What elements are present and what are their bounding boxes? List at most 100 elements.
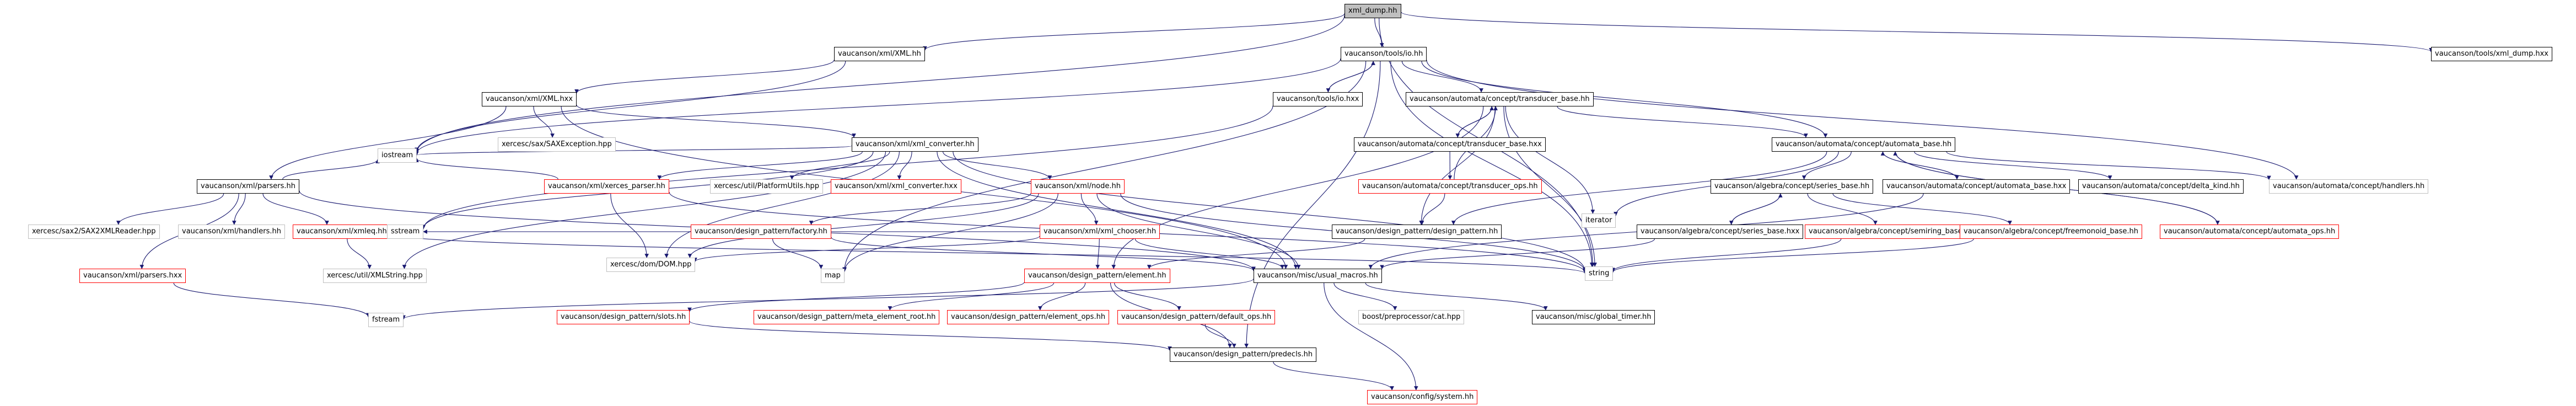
node-xml-converter-hh[interactable]: vaucanson/xml/xml_converter.hh xyxy=(852,137,978,152)
edge-transducer-base-hxx-to-transducer-base-hh xyxy=(1457,106,1494,138)
node-sax-exception: xercesc/sax/SAXException.hpp xyxy=(498,137,616,152)
edge-vxml-xml-hxx-to-xml-parsers-hh xyxy=(269,106,507,180)
edge-xml-parsers-hh-to-xml-xmleq-hh xyxy=(262,193,329,225)
edge-xml-converter-hh-to-platform-utils xyxy=(789,151,890,180)
node-xerces-parser-hh[interactable]: vaucanson/xml/xerces_parser.hh xyxy=(544,179,669,194)
node-slots-hh[interactable]: vaucanson/design_pattern/slots.hh xyxy=(557,310,690,324)
node-automata-base-hh[interactable]: vaucanson/automata/concept/automata_base… xyxy=(1772,137,1956,152)
edge-tools-io-hh-to-string xyxy=(1390,61,1594,267)
edge-vxml-xml-hxx-to-sax-exception xyxy=(533,106,555,138)
node-iterator: iterator xyxy=(1582,213,1616,228)
node-series-base-hxx[interactable]: vaucanson/algebra/concept/series_base.hx… xyxy=(1637,225,1804,239)
edge-element-hh-to-element-ops-hh xyxy=(1037,282,1086,311)
edge-automata-base-hh-to-series-base-hh xyxy=(1801,151,1852,180)
node-xml-dump-hh[interactable]: xml_dump.hh xyxy=(1345,4,1401,18)
node-xml-string: xercesc/util/XMLString.hpp xyxy=(323,269,427,283)
node-fstream: fstream xyxy=(368,313,404,327)
edge-xml-converter-hh-to-xerces-parser-hh xyxy=(657,151,863,180)
node-delta-kind-hh[interactable]: vaucanson/automata/concept/delta_kind.hh xyxy=(2078,179,2244,194)
edge-xml-parsers-hxx-to-fstream xyxy=(173,282,370,318)
node-transducer-base-hh[interactable]: vaucanson/automata/concept/transducer_ba… xyxy=(1406,92,1594,106)
edge-tools-io-hh-to-transducer-base-hh xyxy=(1401,61,1483,93)
edge-predecls-hh-to-config-system-hh xyxy=(1273,361,1394,391)
edge-xml-dump-hh-to-tools-io-hh xyxy=(1374,18,1384,47)
node-xml-converter-hxx[interactable]: vaucanson/xml/xml_converter.hxx xyxy=(831,179,961,194)
edge-automata-base-hh-to-handlers-hh-auto xyxy=(1946,151,2271,180)
node-semiring-base-hh[interactable]: vaucanson/algebra/concept/semiring_base.… xyxy=(1805,225,1978,239)
edge-xml-converter-hh-to-dom-hpp xyxy=(664,151,900,258)
edge-transducer-base-hh-to-design-pattern-hh xyxy=(1419,106,1496,225)
edge-usual-macros-hh-to-global-timer-hh xyxy=(1365,282,1548,311)
edge-transducer-base-hh-to-iterator xyxy=(1505,106,1595,214)
node-usual-macros-hh[interactable]: vaucanson/misc/usual_macros.hh xyxy=(1254,269,1382,283)
edge-xml-parsers-hh-to-iostream xyxy=(282,159,380,180)
edge-vxml-xml-hh-to-iostream xyxy=(415,61,846,152)
edge-tools-io-hxx-to-sstream xyxy=(421,105,1273,229)
edge-xml-converter-hh-to-string xyxy=(953,151,1587,271)
edge-xml-node-hh-to-usual-macros-hh xyxy=(1096,193,1301,269)
edge-tools-io-hxx-to-tools-io-hh xyxy=(1327,61,1375,93)
node-iostream: iostream xyxy=(378,148,417,163)
edge-xml-parsers-hh-to-sax2-reader xyxy=(116,193,224,225)
edge-tools-io-hh-to-automata-base-hh xyxy=(1421,61,1828,138)
node-element-ops-hh[interactable]: vaucanson/design_pattern/element_ops.hh xyxy=(947,310,1110,324)
node-string: string xyxy=(1585,266,1614,281)
node-default-ops-hh[interactable]: vaucanson/design_pattern/default_ops.hh xyxy=(1117,310,1276,324)
node-transducer-base-hxx[interactable]: vaucanson/automata/concept/transducer_ba… xyxy=(1354,137,1546,152)
edge-vxml-xml-hxx-to-xml-converter-hh xyxy=(576,104,856,138)
edge-xml-node-hh-to-xml-chooser-hh xyxy=(1080,193,1099,225)
edge-xml-chooser-hh-to-usual-macros-hh xyxy=(1134,238,1284,269)
node-handlers-hh-auto: vaucanson/automata/concept/handlers.hh xyxy=(2269,179,2429,194)
edge-xml-converter-hh-to-xml-string xyxy=(402,151,886,269)
node-design-pattern-hh[interactable]: vaucanson/design_pattern/design_pattern.… xyxy=(1332,225,1502,239)
edge-xml-dump-hh-to-vxml-xml-hh xyxy=(923,13,1345,51)
edge-usual-macros-hh-to-config-system-hh xyxy=(1324,282,1418,391)
node-series-base-hh[interactable]: vaucanson/algebra/concept/series_base.hh xyxy=(1711,179,1874,194)
node-vxml-xml-hxx[interactable]: vaucanson/xml/XML.hxx xyxy=(482,92,577,106)
node-xml-handlers-hh: vaucanson/xml/handlers.hh xyxy=(178,225,285,239)
edge-transducer-ops-hh-to-design-pattern-hh xyxy=(1419,193,1445,225)
edge-design-factory-hh-to-usual-macros-hh xyxy=(831,237,1256,271)
node-config-system-hh[interactable]: vaucanson/config/system.hh xyxy=(1367,390,1478,404)
edge-series-base-hh-to-semiring-base-hh xyxy=(1807,193,1878,225)
node-xml-chooser-hh[interactable]: vaucanson/xml/xml_chooser.hh xyxy=(1040,225,1160,239)
node-xml-parsers-hh[interactable]: vaucanson/xml/parsers.hh xyxy=(197,179,300,194)
edge-element-hh-to-default-ops-hh xyxy=(1114,282,1181,311)
edge-transducer-base-hh-to-automata-base-hh xyxy=(1557,106,1808,138)
node-tools-io-hh[interactable]: vaucanson/tools/io.hh xyxy=(1341,47,1427,61)
node-global-timer-hh[interactable]: vaucanson/misc/global_timer.hh xyxy=(1532,310,1655,324)
node-tools-xml-dump-hxx[interactable]: vaucanson/tools/xml_dump.hxx xyxy=(2431,47,2553,61)
edge-xml-node-hh-to-map xyxy=(842,193,1058,272)
edge-usual-macros-hh-to-boost-cat xyxy=(1333,282,1397,311)
node-element-hh[interactable]: vaucanson/design_pattern/element.hh xyxy=(1024,269,1170,283)
edge-design-factory-hh-to-map xyxy=(772,238,824,269)
node-transducer-ops-hh[interactable]: vaucanson/automata/concept/transducer_op… xyxy=(1358,179,1542,194)
edge-xml-converter-hh-to-xml-converter-hxx xyxy=(897,151,912,180)
edge-xml-chooser-hh-to-dom-hpp xyxy=(693,236,1040,262)
edge-series-base-hxx-to-usual-macros-hh xyxy=(1380,238,1655,269)
edge-automata-base-hxx-to-automata-base-hh xyxy=(1880,151,1957,180)
edge-xml-converter-hh-to-iostream xyxy=(415,145,852,156)
node-automata-ops-hh[interactable]: vaucanson/automata/concept/automata_ops.… xyxy=(2160,225,2340,239)
node-xml-parsers-hxx[interactable]: vaucanson/xml/parsers.hxx xyxy=(79,269,186,283)
edge-xml-node-hh-to-design-factory-hh xyxy=(809,193,1031,225)
edge-series-base-hxx-to-series-base-hh xyxy=(1731,193,1783,225)
node-xml-xmleq-hh[interactable]: vaucanson/xml/xmleq.hh xyxy=(293,225,391,239)
edge-xml-converter-hh-to-usual-macros-hh xyxy=(937,151,1298,269)
node-vxml-xml-hh[interactable]: vaucanson/xml/XML.hh xyxy=(834,47,925,61)
node-automata-base-hxx[interactable]: vaucanson/automata/concept/automata_base… xyxy=(1883,179,2071,194)
edge-xml-node-hh-to-dom-hpp xyxy=(687,193,1039,258)
edge-xml-parsers-hh-to-xml-handlers-hh xyxy=(232,193,246,225)
node-design-factory-hh[interactable]: vaucanson/design_pattern/factory.hh xyxy=(691,225,831,239)
edge-xerces-parser-hh-to-dom-hpp xyxy=(610,193,649,258)
node-platform-utils: xercesc/util/PlatformUtils.hpp xyxy=(710,179,824,194)
edge-xml-xmleq-hh-to-xml-string xyxy=(347,238,372,269)
edge-transducer-base-hh-to-string xyxy=(1503,106,1597,267)
node-xml-node-hh[interactable]: vaucanson/xml/node.hh xyxy=(1031,179,1125,194)
node-tools-io-hxx[interactable]: vaucanson/tools/io.hxx xyxy=(1273,92,1363,106)
edge-xerces-parser-hh-to-iostream xyxy=(415,158,558,180)
node-predecls-hh[interactable]: vaucanson/design_pattern/predecls.hh xyxy=(1170,348,1317,362)
node-freemonoid-base-hh[interactable]: vaucanson/algebra/concept/freemonoid_bas… xyxy=(1960,225,2142,239)
node-meta-element-root-hh[interactable]: vaucanson/design_pattern/meta_element_ro… xyxy=(754,310,940,324)
